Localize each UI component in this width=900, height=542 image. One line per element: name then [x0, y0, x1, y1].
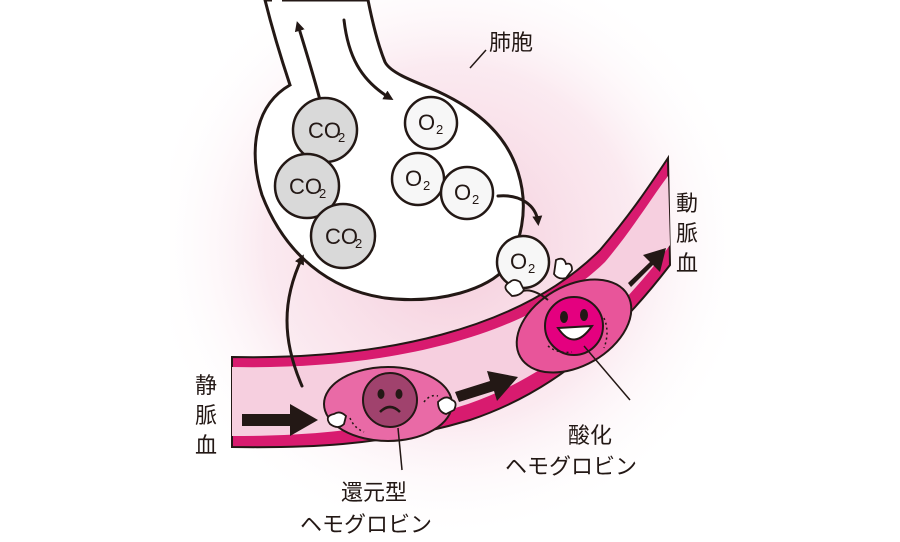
- o2-molecule: O 2: [495, 234, 551, 290]
- leader-lines: [397, 49, 631, 471]
- arrow-venous-in: [242, 404, 318, 436]
- arrow-mid-flow: [455, 371, 518, 402]
- svg-text:還元型: 還元型: [341, 481, 407, 506]
- svg-text:2: 2: [319, 186, 326, 201]
- o2-molecule: O 2: [439, 165, 495, 221]
- leader-alveolus: [469, 49, 487, 69]
- arrow-o2-to-blood: [496, 194, 543, 226]
- hand-icon: [437, 396, 457, 415]
- arrow-o2-in: [342, 18, 394, 101]
- oxy-hemoglobin-label: 酸化 ヘモグロビン: [505, 424, 637, 480]
- svg-text:O: O: [454, 180, 471, 205]
- deoxy-hemoglobin-face: [362, 372, 418, 428]
- arrow-arterial-out: [628, 248, 666, 287]
- venous-blood-label: 静 脈 血: [195, 374, 217, 459]
- svg-text:脈: 脈: [676, 222, 698, 247]
- svg-text:CO: CO: [325, 224, 358, 249]
- svg-text:ヘモグロビン: ヘモグロビン: [505, 455, 637, 480]
- co2-molecule: CO 2: [273, 152, 341, 220]
- svg-text:2: 2: [528, 261, 535, 276]
- svg-text:静: 静: [195, 374, 217, 399]
- svg-text:2: 2: [423, 178, 430, 193]
- svg-text:酸化: 酸化: [568, 424, 612, 449]
- svg-text:脈: 脈: [195, 404, 217, 429]
- deoxy-hemoglobin-label: 還元型 ヘモグロビン: [300, 481, 432, 538]
- flow-arrows: [285, 18, 543, 388]
- svg-text:ヘモグロビン: ヘモグロビン: [300, 513, 432, 538]
- oxy-hemoglobin-face: [544, 296, 604, 356]
- alveolus-label: 肺胞: [489, 31, 533, 56]
- arrow-co2-out: [294, 21, 322, 102]
- svg-text:2: 2: [472, 192, 479, 207]
- hand-icon: [504, 279, 526, 297]
- svg-text:血: 血: [676, 252, 698, 277]
- leader-deoxy: [397, 427, 403, 471]
- co2-molecule: CO 2: [291, 96, 359, 164]
- hand-icon: [326, 411, 347, 428]
- oxygenated-red-blood-cell: [504, 257, 633, 374]
- svg-text:O: O: [510, 249, 527, 274]
- deoxygenated-red-blood-cell: [323, 366, 457, 442]
- svg-text:CO: CO: [289, 174, 322, 199]
- svg-text:血: 血: [195, 434, 217, 459]
- svg-text:2: 2: [355, 236, 362, 251]
- arrow-co2-release: [285, 254, 304, 388]
- vessel-lumen: [232, 176, 670, 436]
- hand-icon: [553, 257, 573, 280]
- svg-text:2: 2: [436, 122, 443, 137]
- svg-text:CO: CO: [308, 118, 341, 143]
- co2-molecule: CO 2: [309, 202, 377, 270]
- leader-oxy: [583, 345, 631, 401]
- svg-text:O: O: [418, 110, 435, 135]
- o2-molecule: O 2: [390, 151, 446, 207]
- blood-flow-arrows: [242, 248, 666, 436]
- svg-text:O: O: [405, 166, 422, 191]
- arterial-blood-label: 動 脈 血: [676, 192, 698, 277]
- svg-text:動: 動: [676, 192, 698, 217]
- svg-text:2: 2: [338, 130, 345, 145]
- o2-molecule: O 2: [403, 95, 459, 151]
